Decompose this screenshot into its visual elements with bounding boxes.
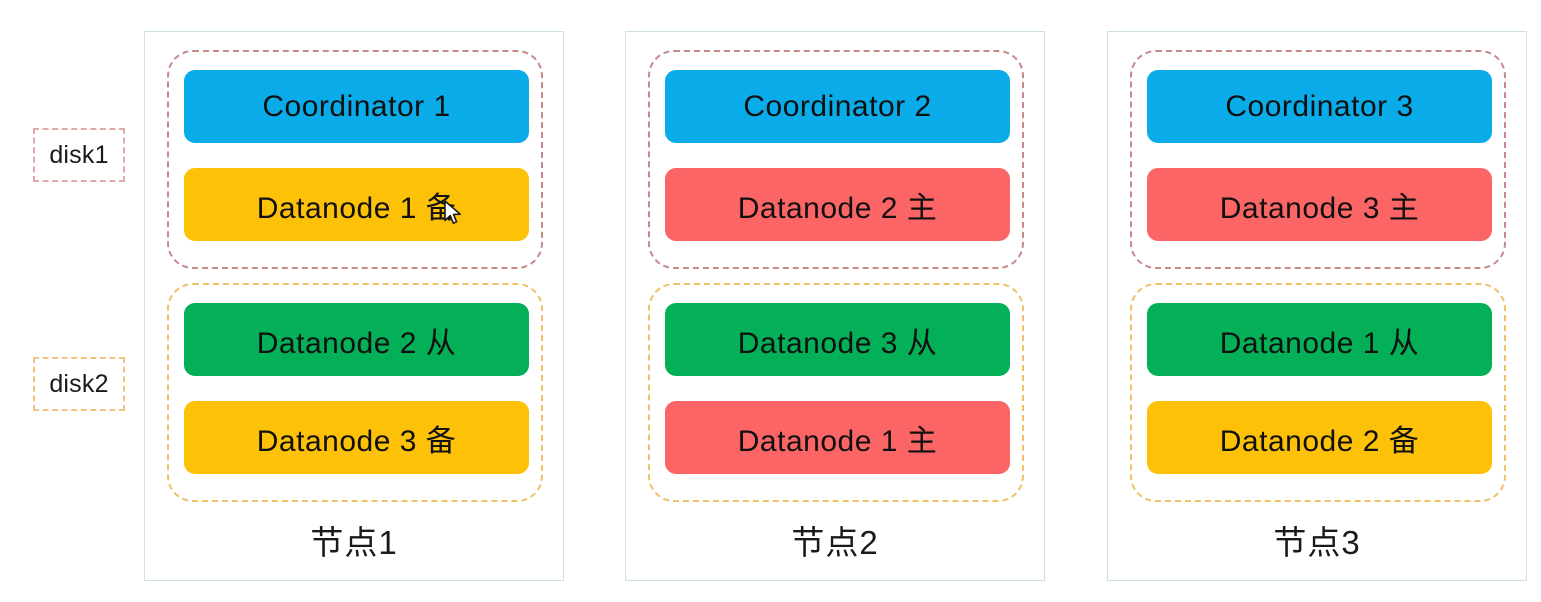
- disk1-legend-label: disk1: [33, 128, 125, 182]
- node-1-disk2-service-2[interactable]: Datanode 3 备: [184, 401, 529, 474]
- node-3-disk1-group: Coordinator 3 Datanode 3 主: [1130, 50, 1506, 269]
- node-3-caption: 节点3: [1273, 524, 1361, 561]
- node-2-disk1-service-2[interactable]: Datanode 2 主: [665, 168, 1010, 241]
- node-panel-3: Coordinator 3 Datanode 3 主 Datanode 1 从 …: [1107, 31, 1527, 581]
- node-3-disk2-group: Datanode 1 从 Datanode 2 备: [1130, 283, 1506, 502]
- node-1-caption: 节点1: [310, 524, 398, 561]
- node-2-disk2-group: Datanode 3 从 Datanode 1 主: [648, 283, 1024, 502]
- node-1-disk2-group: Datanode 2 从 Datanode 3 备: [167, 283, 543, 502]
- node-2-disk1-service-1[interactable]: Coordinator 2: [665, 70, 1010, 143]
- node-3-disk1-service-1[interactable]: Coordinator 3: [1147, 70, 1492, 143]
- node-1-disk1-service-2[interactable]: Datanode 1 备: [184, 168, 529, 241]
- node-3-disk2-service-2[interactable]: Datanode 2 备: [1147, 401, 1492, 474]
- node-1-disk1-group: Coordinator 1 Datanode 1 备: [167, 50, 543, 269]
- node-2-disk2-service-1[interactable]: Datanode 3 从: [665, 303, 1010, 376]
- node-panel-2: Coordinator 2 Datanode 2 主 Datanode 3 从 …: [625, 31, 1045, 581]
- node-panel-1: Coordinator 1 Datanode 1 备 Datanode 2 从 …: [144, 31, 564, 581]
- node-2-disk2-service-2[interactable]: Datanode 1 主: [665, 401, 1010, 474]
- node-1-disk2-service-1[interactable]: Datanode 2 从: [184, 303, 529, 376]
- node-2-caption: 节点2: [791, 524, 879, 561]
- node-2-disk1-group: Coordinator 2 Datanode 2 主: [648, 50, 1024, 269]
- node-1-disk1-service-1[interactable]: Coordinator 1: [184, 70, 529, 143]
- disk2-legend-label: disk2: [33, 357, 125, 411]
- node-3-disk1-service-2[interactable]: Datanode 3 主: [1147, 168, 1492, 241]
- node-3-disk2-service-1[interactable]: Datanode 1 从: [1147, 303, 1492, 376]
